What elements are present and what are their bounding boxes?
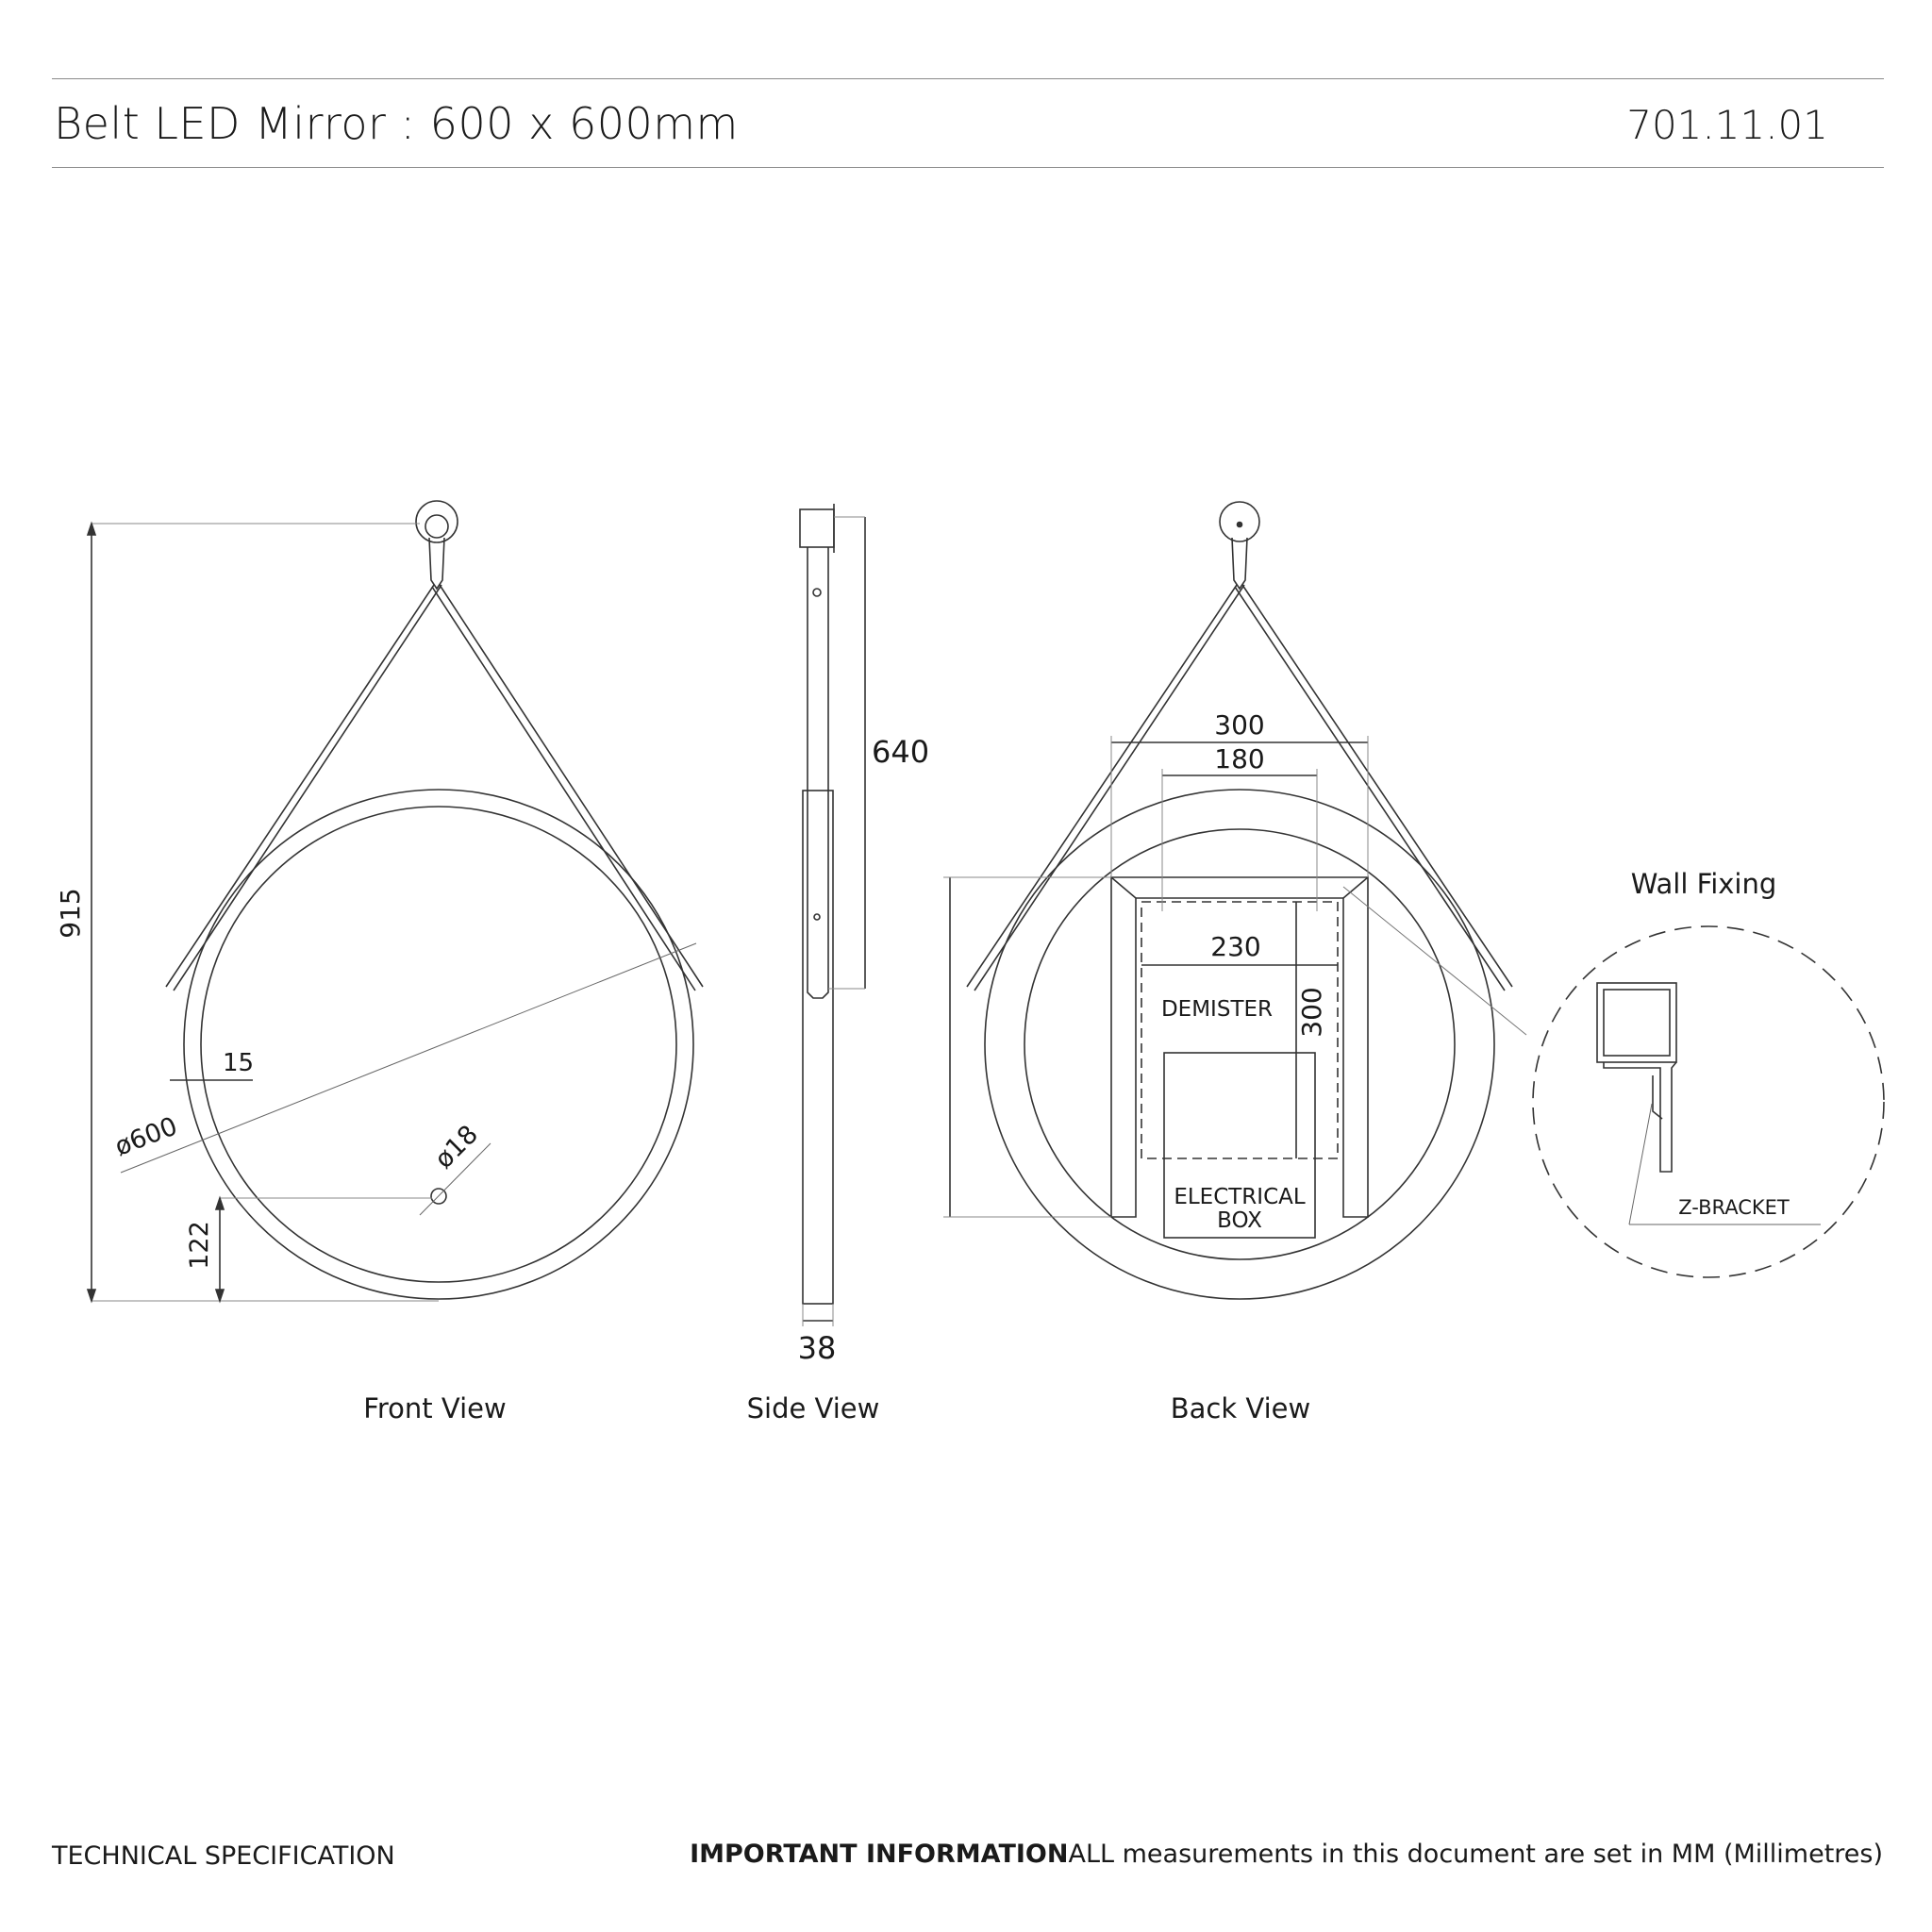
dim-sensor-diameter: ø18 — [429, 1120, 484, 1174]
back-mirror-outer — [984, 789, 1495, 1300]
electrical-box-label-line2: BOX — [1217, 1208, 1262, 1233]
back-belt-right — [1234, 584, 1513, 991]
header-rule — [52, 167, 1884, 168]
z-bracket-label: Z-BRACKET — [1678, 1196, 1790, 1219]
dim-915: 915 — [55, 888, 86, 938]
dim-300-vertical: 300 — [1296, 987, 1327, 1037]
dim-640: 640 — [872, 734, 929, 770]
back-electrical-box — [1163, 1052, 1316, 1239]
dim-122: 122 — [185, 1221, 214, 1270]
front-sensor — [430, 1188, 447, 1205]
side-mirror-edge — [802, 790, 834, 1305]
wall-fixing-profile-inner — [1603, 989, 1671, 1057]
front-belt-left — [165, 584, 442, 991]
top-rule — [52, 78, 1884, 79]
front-view — [86, 500, 704, 1304]
front-mirror-inner — [200, 806, 677, 1283]
z-bracket-shape — [1603, 1061, 1677, 1173]
front-hook-inner — [425, 514, 449, 539]
dim-15: 15 — [223, 1049, 254, 1077]
dim-diameter-600: ø600 — [111, 1111, 182, 1161]
wall-fixing-detail — [1532, 925, 1885, 1278]
back-belt-left — [966, 584, 1245, 991]
back-mirror-inner — [1024, 828, 1456, 1260]
wall-fixing-profile — [1596, 982, 1677, 1063]
front-view-label: Front View — [363, 1392, 506, 1424]
front-mirror-outer — [183, 789, 694, 1300]
front-belt-right — [431, 584, 704, 991]
wall-fixing-circle — [1532, 925, 1885, 1278]
back-demister-area — [1141, 901, 1339, 1159]
back-hook — [1219, 501, 1260, 542]
wall-fixing-title: Wall Fixing — [1631, 868, 1777, 900]
back-view-label: Back View — [1171, 1392, 1310, 1424]
dim-230: 230 — [1210, 931, 1260, 962]
back-rail-left — [1110, 875, 1137, 1218]
back-rail-right — [1342, 875, 1369, 1218]
dim-180: 180 — [1214, 743, 1264, 774]
back-view — [943, 501, 1527, 1300]
page-title: Belt LED Mirror : 600 x 600mm — [54, 98, 739, 149]
footer-important-information: IMPORTANT INFORMATIONALL measurements in… — [690, 1840, 1883, 1869]
side-hook-plate — [799, 508, 835, 548]
demister-label: DEMISTER — [1161, 997, 1273, 1022]
side-view-label: Side View — [747, 1392, 880, 1424]
important-text: ALL measurements in this document are se… — [1068, 1840, 1883, 1869]
dim-300-top: 300 — [1214, 709, 1264, 741]
front-belt-loop — [428, 537, 445, 591]
side-view — [799, 504, 866, 1326]
electrical-box-label-line1: ELECTRICAL — [1174, 1185, 1306, 1209]
footer-technical-specification: TECHNICAL SPECIFICATION — [52, 1841, 395, 1871]
important-label: IMPORTANT INFORMATION — [690, 1840, 1069, 1869]
dim-38: 38 — [798, 1330, 837, 1366]
product-code: 701.11.01 — [1626, 102, 1828, 148]
front-hook-outer — [415, 500, 458, 543]
side-belt — [807, 547, 829, 999]
